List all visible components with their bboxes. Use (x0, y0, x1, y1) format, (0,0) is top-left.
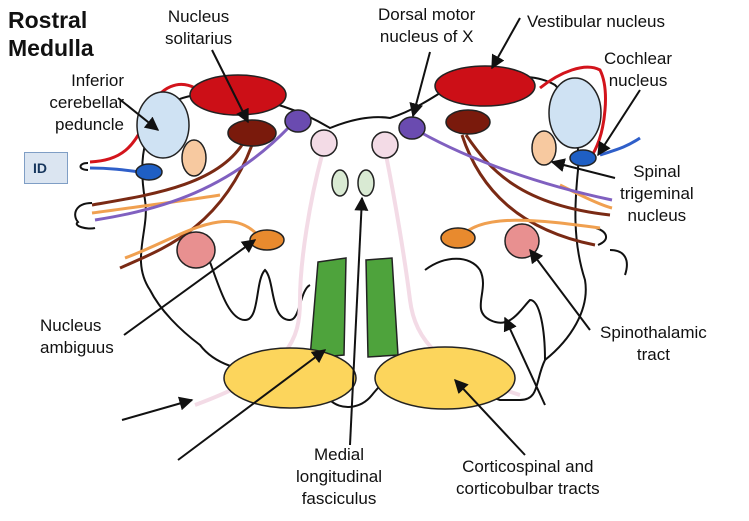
cochlear-nucleus-right (569, 149, 597, 167)
arrow-spinothalamic-tract (529, 248, 591, 331)
tract-blue-left (89, 166, 141, 174)
tract-brown-left-1 (91, 139, 247, 207)
vestibular-nucleus-left (189, 74, 287, 116)
nucleus-ambiguus-left (249, 229, 285, 251)
arrow-vestibular-nucleus (491, 17, 521, 70)
spinothalamic-tract-left (176, 231, 216, 269)
arrow-medial-longitudinal-fasciculus (349, 196, 369, 446)
pyramid-left (223, 347, 357, 409)
arrow-nucleus-solitarius (211, 49, 249, 124)
outline-right-tail (609, 249, 628, 276)
mlf-left (331, 169, 349, 197)
arrow-inferior-cerebellar-peduncle (117, 97, 160, 131)
arrow-corticospinal-tracts (454, 378, 526, 456)
inferior-olive-right (424, 257, 546, 361)
tract-orange-left-2 (124, 220, 264, 260)
spinothalamic-tract-right (504, 223, 540, 259)
label-spinal-trigeminal-nucleus: Spinal trigeminal nucleus (620, 162, 694, 225)
nerve-root-left-upper (79, 162, 89, 171)
arrow-dorsal-motor-nucleus (409, 51, 431, 118)
nucleus-ambiguus-right (440, 227, 476, 249)
pyramid-right (374, 346, 516, 410)
mlf-right (357, 169, 375, 197)
label-cochlear-nucleus: Cochlear nucleus (604, 49, 673, 90)
inferior-cerebellar-peduncle-left (136, 91, 190, 159)
medial-lemniscus-left (309, 257, 347, 359)
inferior-cerebellar-peduncle-right (548, 77, 602, 149)
label-inferior-cerebellar-peduncle: Inferior cerebellar peduncle (49, 71, 124, 134)
vestibular-nucleus-right (434, 65, 536, 107)
dorsal-motor-nucleus-left (284, 109, 312, 133)
arrow-cochlear-nucleus (597, 89, 641, 157)
tract-brown-right-1 (464, 134, 611, 217)
hypoglossal-nucleus-left (310, 129, 338, 157)
diagram-title: Rostral Medulla (8, 7, 94, 61)
tract-purple-right (419, 130, 613, 202)
dorsal-motor-nucleus-right (398, 116, 426, 140)
id-badge: ID (24, 152, 68, 184)
spinal-trigeminal-nucleus-right (531, 130, 557, 166)
tract-purple-left (94, 122, 294, 222)
label-corticospinal-tracts: Corticospinal and corticobulbar tracts (456, 457, 600, 498)
arrow-inferior-olive-right (503, 316, 546, 406)
spinal-trigeminal-nucleus-left (181, 139, 207, 177)
arrow-nucleus-ambiguus (123, 239, 257, 336)
arrow-spinal-trigeminal-nucleus (550, 158, 616, 179)
medial-lemniscus-right (365, 257, 399, 358)
arrow-hypoglossal-fiber (121, 396, 194, 421)
arrow-medial-lemniscus (177, 349, 327, 461)
nucleus-solitarius-right (445, 109, 491, 135)
nerve-root-left-mid (74, 202, 96, 230)
tract-blue-right (599, 136, 641, 157)
label-dorsal-motor-nucleus: Dorsal motor nucleus of X (378, 5, 476, 46)
inferior-olive-left (204, 249, 311, 322)
nucleus-solitarius-left (227, 119, 277, 147)
tract-orange-left-1 (91, 193, 221, 215)
nerve-root-right (595, 227, 607, 246)
cochlear-nucleus-left (135, 163, 163, 181)
label-nucleus-solitarius: Nucleus solitarius (165, 7, 233, 48)
hypoglossal-nucleus-right (371, 131, 399, 159)
label-vestibular-nucleus: Vestibular nucleus (527, 12, 665, 31)
label-spinothalamic-tract: Spinothalamic tract (600, 323, 707, 364)
label-nucleus-ambiguus: Nucleus ambiguus (40, 316, 114, 357)
label-medial-longitudinal-fasciculus: Medial longitudinal fasciculus (296, 445, 383, 508)
tract-brown-right-2 (460, 134, 596, 247)
